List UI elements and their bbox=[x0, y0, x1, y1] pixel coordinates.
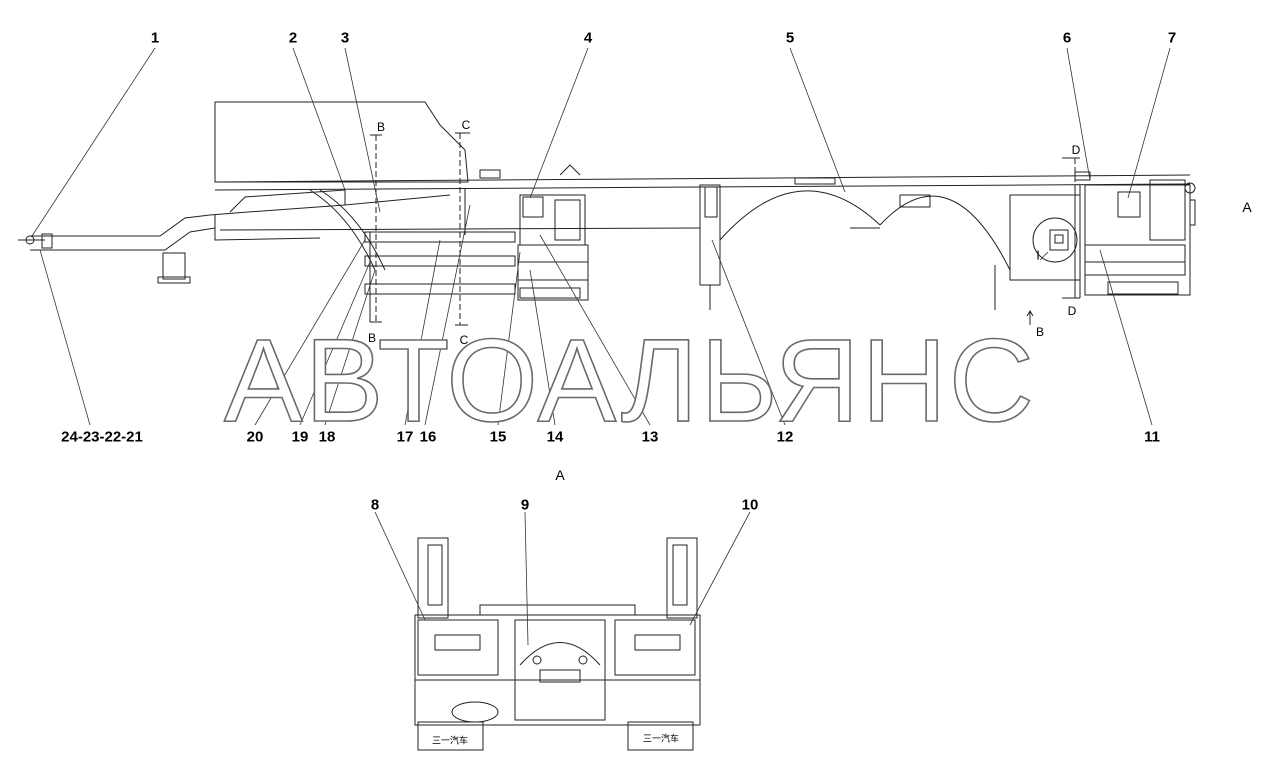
side-view-frame bbox=[18, 101, 1196, 326]
callout-4: 4 bbox=[583, 29, 593, 47]
rear-view-a bbox=[374, 511, 751, 751]
callout-19: 19 bbox=[291, 428, 309, 446]
callout-17: 17 bbox=[396, 428, 414, 446]
section-mark-d-bottom: D bbox=[1067, 304, 1077, 318]
plate-label-left: 三一汽车 bbox=[431, 736, 469, 747]
callout-14: 14 bbox=[546, 428, 564, 446]
detail-mark-i: I bbox=[1036, 247, 1040, 263]
callout-13: 13 bbox=[641, 428, 659, 446]
callout-12: 12 bbox=[776, 428, 794, 446]
callout-11: 11 bbox=[1144, 428, 1160, 446]
callout-24-21: 24-23-22-21 bbox=[61, 428, 143, 446]
plate-label-right: 三一汽车 bbox=[642, 734, 680, 745]
section-mark-b-bottom: B bbox=[367, 331, 377, 345]
callout-7: 7 bbox=[1167, 29, 1177, 47]
section-mark-d-top: D bbox=[1071, 143, 1081, 157]
section-mark-b-arrow: B bbox=[1035, 325, 1045, 339]
section-mark-c-top: C bbox=[461, 118, 471, 132]
watermark-text: АВТОАЛЬЯНС bbox=[223, 315, 1036, 447]
callout-1: 1 bbox=[150, 29, 160, 47]
callout-10: 10 bbox=[741, 496, 759, 514]
section-mark-c-bottom: C bbox=[459, 333, 469, 347]
callout-20: 20 bbox=[246, 428, 264, 446]
callout-5: 5 bbox=[785, 29, 795, 47]
callout-6: 6 bbox=[1062, 29, 1072, 47]
callout-15: 15 bbox=[489, 428, 507, 446]
callout-9: 9 bbox=[520, 496, 530, 514]
callout-3: 3 bbox=[340, 29, 350, 47]
leader-lines bbox=[31, 47, 1171, 426]
view-mark-a-side: A bbox=[1242, 199, 1252, 215]
section-mark-b-top: B bbox=[376, 120, 386, 134]
callout-2: 2 bbox=[288, 29, 298, 47]
view-title-a: A bbox=[555, 467, 565, 483]
callout-16: 16 bbox=[419, 428, 437, 446]
callout-18: 18 bbox=[318, 428, 336, 446]
callout-8: 8 bbox=[370, 496, 380, 514]
